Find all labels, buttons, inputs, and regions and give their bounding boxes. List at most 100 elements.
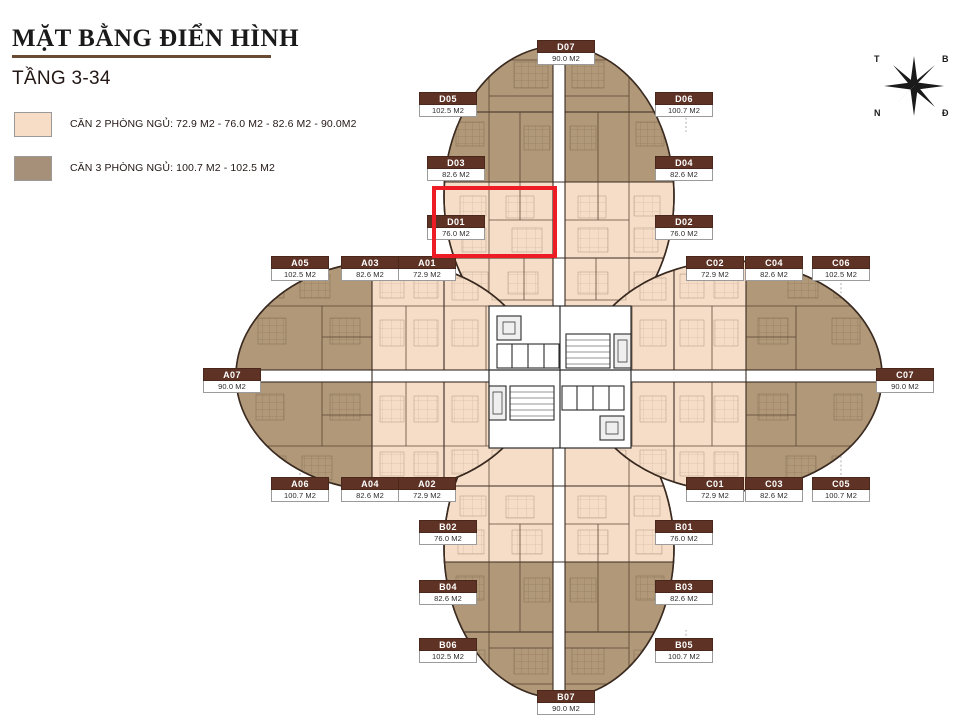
legend-swatch-2 [14,155,52,181]
unit-code-label: A07 [203,368,261,381]
unit-code-label: D04 [655,156,713,169]
unit-code-label: D07 [537,40,595,53]
unit-area-label: 82.6 M2 [341,490,399,502]
unit-area-label: 100.7 M2 [655,105,713,117]
unit-code-label: C06 [812,256,870,269]
legend: CĂN 2 PHÒNG NGỦ: 72.9 M2 - 76.0 M2 - 82.… [14,110,356,198]
page-title: MẶT BẰNG ĐIỂN HÌNH [12,25,300,52]
unit-code-label: A02 [398,477,456,490]
title-block: MẶT BẰNG ĐIỂN HÌNH TẦNG 3-34 [12,25,300,90]
unit-area-label: 76.0 M2 [655,228,713,240]
unit-code-label: D01 [427,215,485,228]
unit-area-label: 102.5 M2 [419,105,477,117]
unit-code-label: D05 [419,92,477,105]
legend-item-2: CĂN 3 PHÒNG NGỦ: 100.7 M2 - 102.5 M2 [14,154,344,182]
unit-code-label: B02 [419,520,477,533]
unit-area-label: 76.0 M2 [427,228,485,240]
title-underline [12,55,271,59]
unit-area-label: 76.0 M2 [655,533,713,545]
unit-code-label: A04 [341,477,399,490]
unit-area-label: 82.6 M2 [419,593,477,605]
unit-area-label: 72.9 M2 [686,490,744,502]
unit-area-label: 72.9 M2 [398,490,456,502]
unit-code-label: A06 [271,477,329,490]
unit-area-label: 100.7 M2 [812,490,870,502]
unit-code-label: C01 [686,477,744,490]
unit-code-label: B04 [419,580,477,593]
unit-code-label: B03 [655,580,713,593]
unit-code-label: C02 [686,256,744,269]
unit-area-label: 72.9 M2 [686,269,744,281]
unit-area-label: 90.0 M2 [537,53,595,65]
floor-range-subtitle: TẦNG 3-34 [12,68,111,90]
unit-code-label: A05 [271,256,329,269]
unit-area-label: 82.6 M2 [655,593,713,605]
unit-code-label: C07 [876,368,934,381]
unit-area-label: 90.0 M2 [876,381,934,393]
unit-area-label: 102.5 M2 [419,651,477,663]
legend-label-1: CĂN 2 PHÒNG NGỦ: 72.9 M2 - 76.0 M2 - 82.… [70,118,357,130]
unit-code-label: A01 [398,256,456,269]
unit-code-label: B01 [655,520,713,533]
legend-item-1: CĂN 2 PHÒNG NGỦ: 72.9 M2 - 76.0 M2 - 82.… [14,110,356,138]
unit-area-label: 76.0 M2 [419,533,477,545]
unit-code-label: B06 [419,638,477,651]
unit-code-label: D06 [655,92,713,105]
unit-area-label: 102.5 M2 [812,269,870,281]
legend-swatch-1 [14,111,52,137]
compass-label-north: B [942,54,949,64]
unit-area-label: 82.6 M2 [341,269,399,281]
unit-area-label: 100.7 M2 [655,651,713,663]
unit-code-label: A03 [341,256,399,269]
unit-code-label: C04 [745,256,803,269]
unit-area-label: 72.9 M2 [398,269,456,281]
unit-area-label: 100.7 M2 [271,490,329,502]
compass-rose: T B N Đ [874,48,952,124]
unit-code-label: C03 [745,477,803,490]
unit-code-label: B07 [537,690,595,703]
unit-code-label: C05 [812,477,870,490]
unit-code-label: B05 [655,638,713,651]
unit-area-label: 82.6 M2 [427,169,485,181]
compass-label-west: T [874,54,880,64]
legend-label-2: CĂN 3 PHÒNG NGỦ: 100.7 M2 - 102.5 M2 [70,162,275,174]
unit-area-label: 82.6 M2 [745,490,803,502]
unit-area-label: 90.0 M2 [203,381,261,393]
unit-code-label: D02 [655,215,713,228]
unit-area-label: 90.0 M2 [537,703,595,715]
compass-label-south: N [874,108,881,118]
unit-area-label: 82.6 M2 [745,269,803,281]
unit-code-label: D03 [427,156,485,169]
unit-area-label: 82.6 M2 [655,169,713,181]
unit-area-label: 102.5 M2 [271,269,329,281]
